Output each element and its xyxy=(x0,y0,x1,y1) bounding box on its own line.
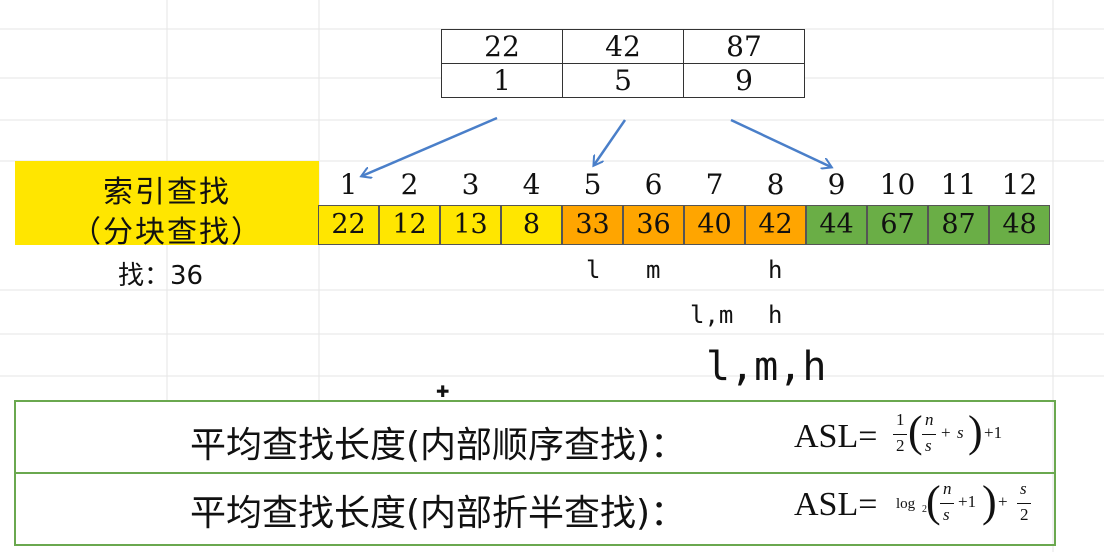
index-table: 22 42 87 1 5 9 xyxy=(441,29,805,98)
frac-bar xyxy=(893,434,907,435)
plus-sign: + xyxy=(998,492,1008,511)
position-label: 11 xyxy=(940,168,977,201)
array-cell: 67 xyxy=(867,205,928,245)
search-target: 找：36 xyxy=(118,261,204,291)
pointer-converged: l,m,h xyxy=(706,344,827,390)
position-label: 6 xyxy=(644,168,663,201)
frac-two: 2 xyxy=(1020,505,1029,524)
log-func: log xyxy=(896,496,916,512)
position-label: 8 xyxy=(766,168,785,201)
frac-bar xyxy=(922,434,936,435)
index-row-start: 1 5 9 xyxy=(441,63,805,98)
formula-seq-asl: ASL= xyxy=(794,418,878,455)
index-max-key: 42 xyxy=(562,29,684,64)
position-label: 2 xyxy=(400,168,419,201)
frac-s-num: s xyxy=(1020,479,1027,498)
pointer-mid: m xyxy=(646,256,661,284)
index-start-pos: 1 xyxy=(441,63,563,98)
arrow-block-2 xyxy=(594,119,627,165)
array-cell: 40 xyxy=(684,205,745,245)
array-cell: 44 xyxy=(806,205,867,245)
pointer-low-mid: l,m xyxy=(690,301,734,329)
paren-right: ) xyxy=(968,407,983,456)
pointer-high: h xyxy=(768,301,783,329)
paren-left: ( xyxy=(908,407,923,456)
array-cell: 42 xyxy=(745,205,806,245)
index-max-key: 87 xyxy=(683,29,805,64)
frac-bar xyxy=(1017,503,1031,504)
pointer-low: l xyxy=(586,256,601,284)
array-cell: 33 xyxy=(562,205,623,245)
title-block-search: （分块查找） xyxy=(71,215,263,250)
array-cell: 48 xyxy=(989,205,1050,245)
formula-bin-box: 平均查找长度(内部折半查找)： ASL= log 2 ( n s +1 ) + … xyxy=(14,472,1056,546)
position-label: 1 xyxy=(339,168,358,201)
array-cell: 36 xyxy=(623,205,684,245)
frac-num: 1 xyxy=(896,410,905,429)
paren-right: ) xyxy=(982,477,997,526)
array-cell: 87 xyxy=(928,205,989,245)
array-cell: 22 xyxy=(318,205,379,245)
title-box: 索引查找 （分块查找） xyxy=(15,161,319,250)
pointer-high: h xyxy=(768,256,783,284)
title-index-search: 索引查找 xyxy=(103,175,231,210)
frac-s: s xyxy=(925,436,932,455)
formula-bin-asl: ASL= xyxy=(794,486,878,523)
arrow-block-1 xyxy=(362,116,498,176)
frac-den: 2 xyxy=(896,436,905,455)
cursor-icon: ✚ xyxy=(436,382,450,401)
plus-one: +1 xyxy=(984,423,1003,442)
array-cell: 12 xyxy=(379,205,440,245)
position-label: 12 xyxy=(1001,168,1038,201)
formula-bin-label: 平均查找长度(内部折半查找)： xyxy=(190,493,687,534)
array-cell: 13 xyxy=(440,205,501,245)
paren-left: ( xyxy=(926,477,941,526)
frac-s: s xyxy=(943,505,950,524)
index-start-pos: 5 xyxy=(562,63,684,98)
frac-n: n xyxy=(943,479,952,498)
position-label: 9 xyxy=(827,168,846,201)
frac-bar xyxy=(940,503,954,504)
index-start-pos: 9 xyxy=(683,63,805,98)
plus-sign: + xyxy=(941,423,951,442)
formula-seq-label: 平均查找长度(内部顺序查找)： xyxy=(190,425,687,466)
plus-one: +1 xyxy=(958,492,977,511)
position-label: 5 xyxy=(583,168,602,201)
formula-seq-box: 平均查找长度(内部顺序查找)： ASL= 1 2 ( n s + s ) +1 xyxy=(14,400,1056,474)
frac-n: n xyxy=(925,410,934,429)
arrow-block-3 xyxy=(730,118,831,167)
position-label: 4 xyxy=(522,168,541,201)
log-base: 2 xyxy=(922,504,927,515)
position-label: 7 xyxy=(705,168,724,201)
var-s: s xyxy=(957,423,964,442)
position-label: 10 xyxy=(879,168,916,201)
array-cell: 8 xyxy=(501,205,562,245)
position-label: 3 xyxy=(461,168,480,201)
